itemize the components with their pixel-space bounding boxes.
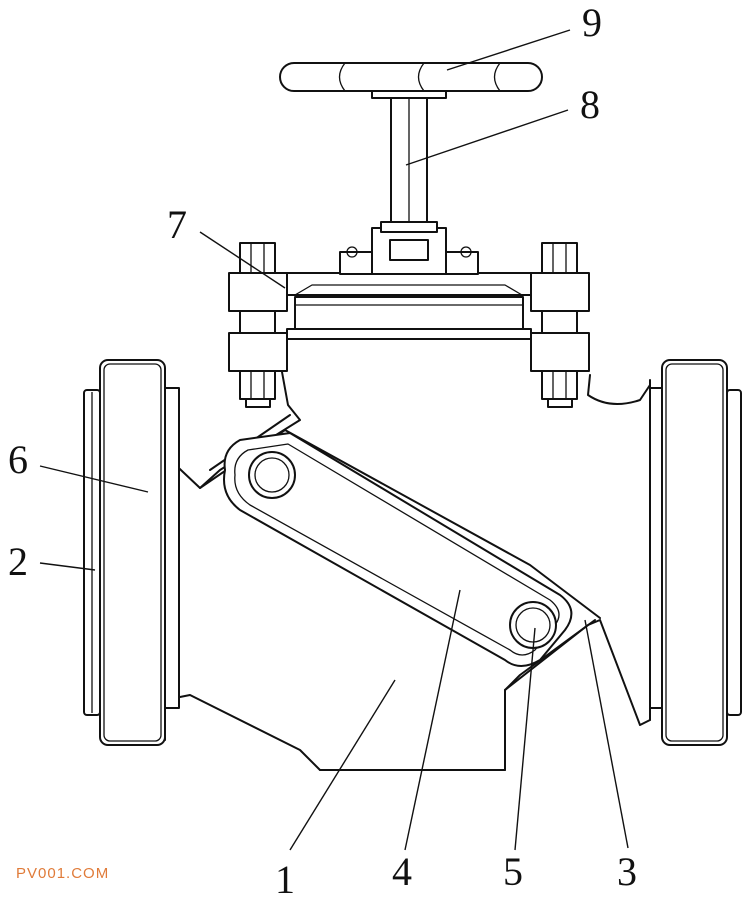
bonnet-assembly: [228, 242, 590, 408]
leader-9: [446, 29, 571, 71]
watermark: PV001.COM: [16, 865, 109, 882]
label-8: 8: [580, 82, 600, 127]
leader-8: [405, 109, 569, 166]
leader-2: [39, 562, 96, 571]
right-flange: [649, 359, 742, 746]
leader-lines: [39, 29, 629, 851]
bolt-upper: [248, 451, 296, 499]
label-2: 2: [8, 539, 28, 584]
label-1: 1: [275, 857, 295, 898]
bolt-lower: [509, 601, 557, 649]
left-flange: [83, 359, 180, 746]
leader-7: [199, 231, 286, 289]
handwheel: [279, 62, 543, 92]
label-4: 4: [392, 849, 412, 894]
label-6: 6: [8, 437, 28, 482]
leader-3: [584, 619, 629, 849]
label-7: 7: [167, 202, 187, 247]
label-5: 5: [503, 849, 523, 894]
leader-5: [514, 627, 536, 851]
leader-6: [39, 465, 149, 493]
valve-stem: [339, 87, 479, 275]
label-9: 9: [582, 0, 602, 45]
leader-4: [404, 589, 461, 851]
leader-1: [289, 679, 396, 851]
part-labels: 9 8 7 6 2 1 4 5 3: [8, 0, 637, 898]
label-3: 3: [617, 849, 637, 894]
